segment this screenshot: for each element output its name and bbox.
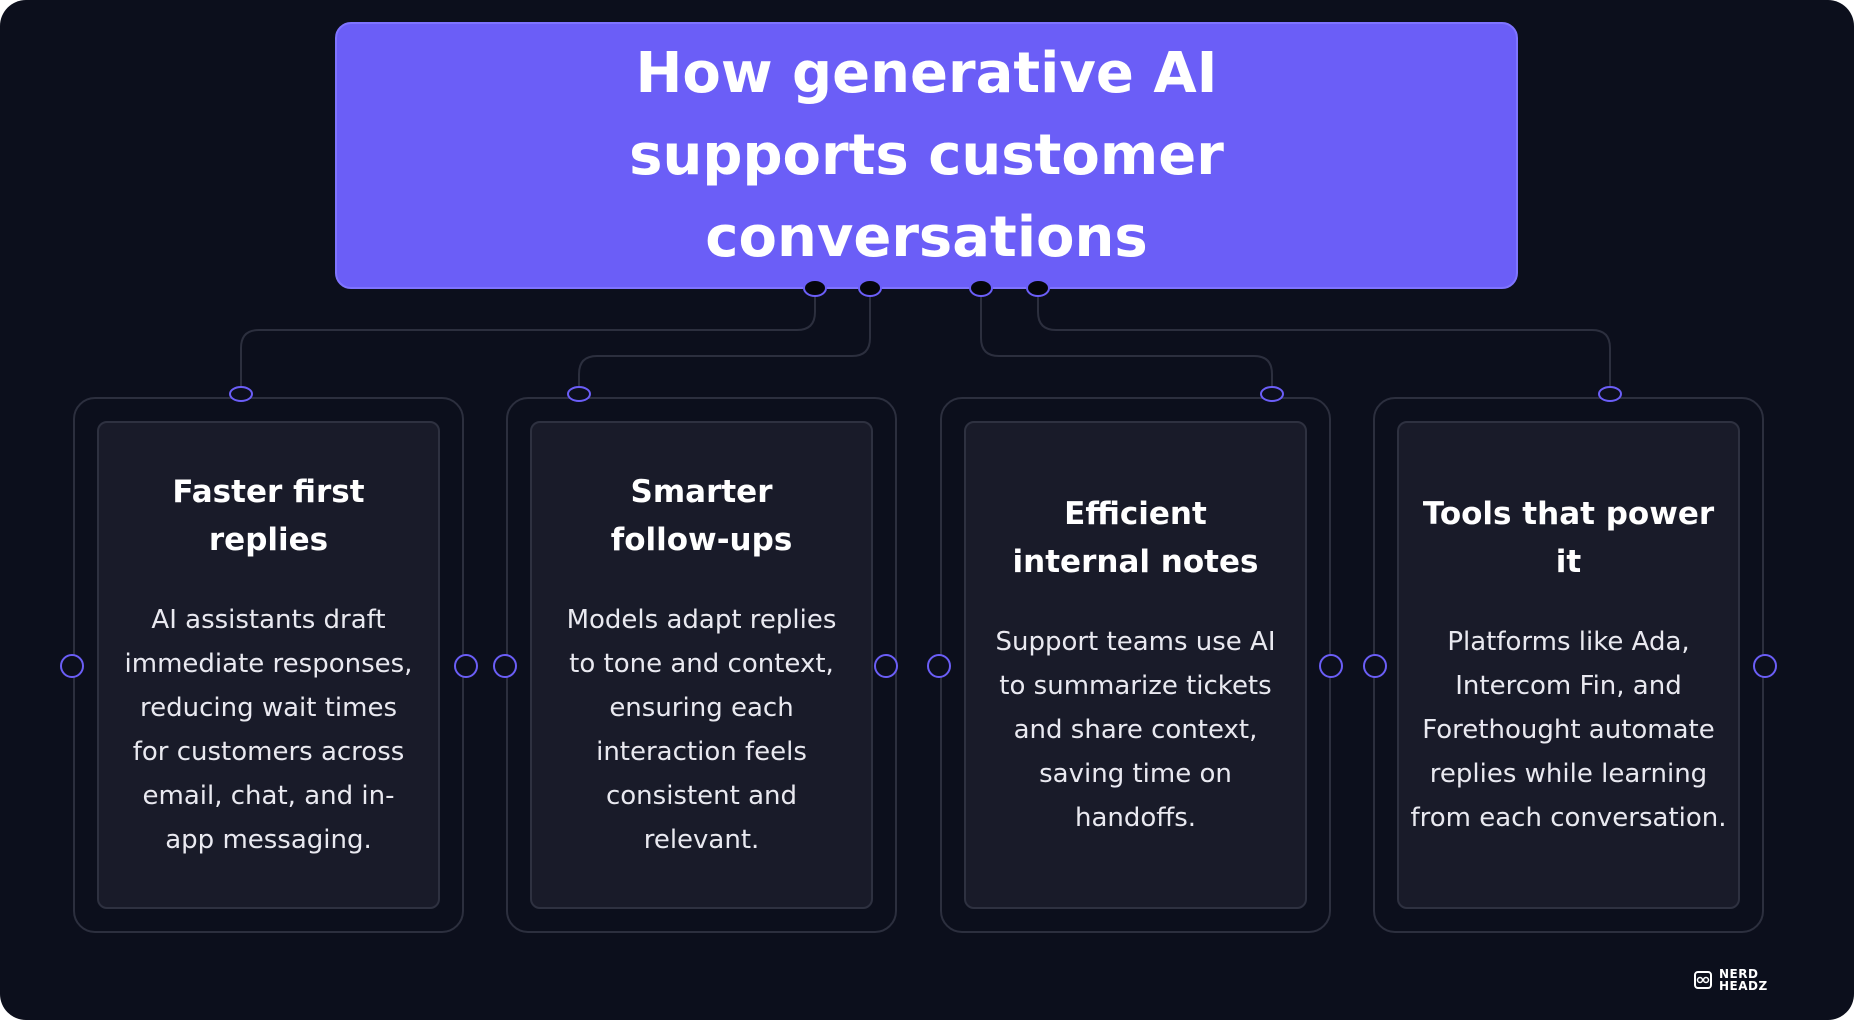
side-port	[454, 654, 478, 678]
title-port-3	[969, 279, 993, 297]
wire-2	[578, 289, 871, 394]
card-inner: Tools that power it Platforms like Ada, …	[1397, 421, 1740, 909]
card-inner: Efficient internal notes Support teams u…	[964, 421, 1307, 909]
card-heading: Smarter follow-ups	[610, 474, 793, 558]
side-port	[874, 654, 898, 678]
side-port	[60, 654, 84, 678]
card-efficient-internal-notes: Efficient internal notes Support teams u…	[940, 397, 1331, 933]
card-heading: Efficient internal notes	[1012, 496, 1259, 580]
side-port	[493, 654, 517, 678]
title-port-4	[1026, 279, 1050, 297]
logo-line-1: NERD	[1719, 967, 1759, 981]
top-port-1	[229, 386, 253, 402]
diagram-title: How generative AI supports customer conv…	[629, 40, 1224, 270]
title-port-2	[858, 279, 882, 297]
card-faster-first-replies: Faster first replies AI assistants draft…	[73, 397, 464, 933]
card-body: Models adapt replies to tone and context…	[566, 605, 837, 855]
wire-3	[980, 289, 1273, 394]
card-heading: Faster first replies	[172, 474, 365, 558]
wire-4	[1037, 289, 1611, 394]
logo-line-2: HEADZ	[1719, 979, 1768, 993]
card-inner: Smarter follow-ups Models adapt replies …	[530, 421, 873, 909]
card-inner: Faster first replies AI assistants draft…	[97, 421, 440, 909]
side-port	[1753, 654, 1777, 678]
side-port	[1319, 654, 1343, 678]
card-body: Support teams use AI to summarize ticket…	[995, 627, 1276, 833]
nerd-headz-logo: NERD HEADZ	[1693, 968, 1768, 992]
top-port-2	[567, 386, 591, 402]
wire-1	[240, 289, 816, 394]
card-body: Platforms like Ada, Intercom Fin, and Fo…	[1410, 627, 1727, 833]
top-port-3	[1260, 386, 1284, 402]
title-box: How generative AI supports customer conv…	[335, 22, 1518, 289]
top-port-4	[1598, 386, 1622, 402]
card-heading: Tools that power it	[1422, 496, 1715, 580]
side-port	[927, 654, 951, 678]
card-body: AI assistants draft immediate responses,…	[124, 605, 413, 855]
side-port	[1363, 654, 1387, 678]
title-port-1	[803, 279, 827, 297]
card-tools-that-power-it: Tools that power it Platforms like Ada, …	[1373, 397, 1764, 933]
nerd-face-icon	[1694, 971, 1712, 989]
